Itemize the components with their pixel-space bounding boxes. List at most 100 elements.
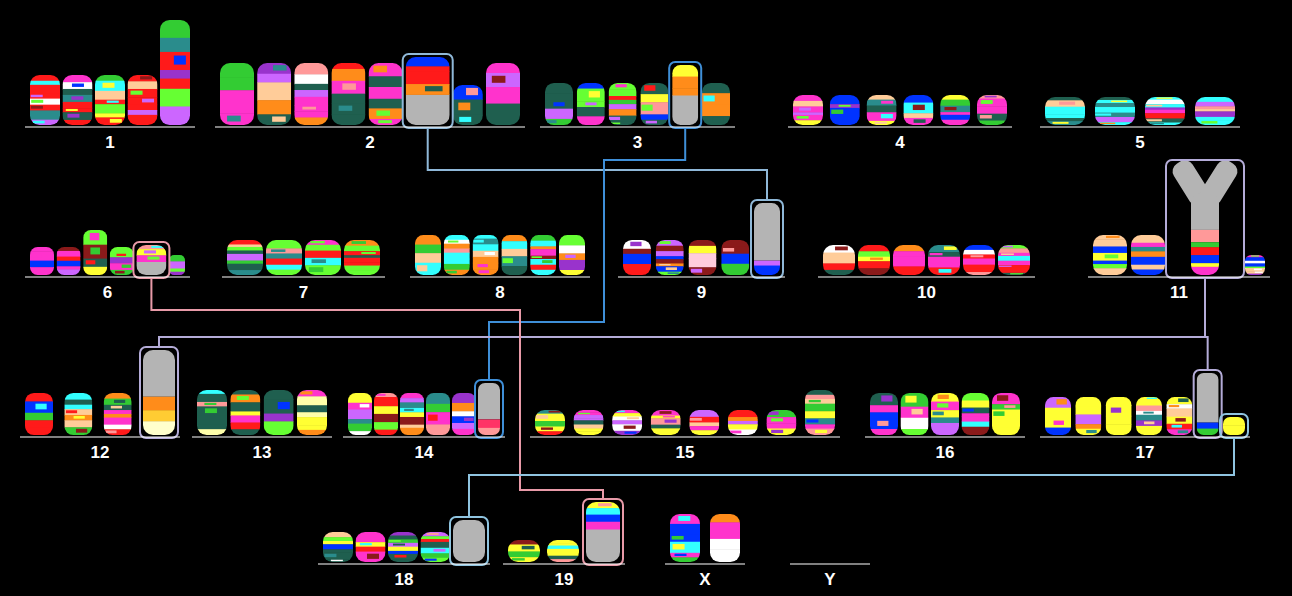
chromosome-band (870, 393, 898, 406)
chromosome-band (128, 105, 158, 111)
chromosome-band (721, 254, 749, 265)
chromosome-band (805, 411, 835, 419)
chromosome-spot (815, 430, 827, 433)
chromosome-band (656, 272, 684, 275)
chromosome-band (689, 253, 717, 259)
chromosome-band (766, 423, 796, 429)
chromosome-band (805, 424, 835, 429)
chromosome-band (963, 265, 995, 270)
chromosome-band (305, 245, 341, 251)
chromosome-band (64, 393, 92, 400)
chromosome-band (95, 91, 125, 100)
chromosome-band (623, 249, 651, 255)
chromosome-spot (930, 253, 943, 255)
chromosome-band (294, 84, 328, 91)
chromosome-band (547, 546, 579, 550)
chromosome-band (257, 100, 291, 115)
chromosome-band (264, 421, 294, 435)
chromosome-spot (122, 265, 132, 268)
chromosome-spot (905, 396, 916, 403)
chromosome-band (901, 429, 929, 435)
chromosome-band (1093, 253, 1127, 261)
chromosome-spot (105, 430, 116, 433)
chromosome-band (559, 235, 585, 246)
chromosome-band (940, 100, 970, 107)
chromosome-band (143, 421, 175, 435)
chromosome-band (160, 52, 190, 71)
chromosome-band (702, 105, 730, 117)
chromosome-spot (71, 96, 83, 99)
chromosome-band (305, 240, 341, 245)
chromosome (415, 235, 441, 275)
chromosome-band (805, 429, 835, 435)
chromosome-band (452, 423, 476, 429)
chromosome-spot (532, 256, 542, 258)
chromosome-spot (1054, 421, 1064, 425)
chromosome-band (1095, 100, 1135, 104)
chromosome-spot (352, 241, 366, 244)
chromosome (453, 520, 485, 562)
chromosome-band (104, 414, 132, 418)
chromosome-band (545, 101, 573, 110)
chromosome-band (1136, 431, 1162, 435)
chromosome-band (586, 515, 620, 523)
chromosome-band (640, 83, 668, 95)
chromosome-band (609, 122, 637, 125)
chromosome-spot (376, 110, 390, 115)
chromosome-band (612, 431, 642, 435)
chromosome-band (1045, 121, 1085, 125)
chromosome-spot (324, 554, 336, 557)
chromosome-band (344, 246, 380, 252)
chromosome-band (670, 524, 700, 535)
chromosome-band (388, 559, 418, 562)
chromosome (25, 393, 53, 435)
chromosome-spot (625, 432, 637, 434)
chromosome-band (169, 255, 185, 262)
chromosome-band (940, 120, 970, 125)
chromosome-band (444, 253, 470, 260)
chromosome-band (940, 115, 970, 120)
chromosome-spot (729, 431, 741, 434)
chromosome-spot (1095, 113, 1111, 115)
chromosome-spot (473, 240, 483, 243)
chromosome-band (728, 429, 758, 435)
chromosome-spot (492, 76, 506, 83)
link-line (159, 278, 1205, 347)
chromosome-band (305, 258, 341, 266)
chromosome (486, 63, 520, 125)
chromosome-band (702, 116, 730, 125)
chromosome-band (136, 249, 166, 256)
chromosome-band (830, 108, 860, 117)
baseline-rule (865, 436, 1025, 437)
chromosome-band (609, 100, 637, 105)
chromosome-band (656, 266, 684, 272)
chromosome (1166, 397, 1192, 435)
chromosome-band (323, 544, 353, 550)
chromosome-spot (1175, 418, 1185, 422)
chromosome-band (867, 100, 897, 106)
chromosome-band (1131, 251, 1165, 257)
chromosome (928, 245, 960, 275)
chromosome-band (400, 393, 424, 399)
chromosome-spot (1205, 107, 1221, 108)
chromosome-band (586, 522, 620, 530)
chromosome-band (374, 406, 398, 414)
chromosome-band (793, 106, 823, 112)
chromosome-band (870, 429, 898, 435)
chromosome-band (901, 393, 929, 407)
chromosome-band (1191, 263, 1219, 267)
chromosome-spot (1144, 421, 1154, 424)
chromosome-band (227, 240, 263, 245)
chromosome-band (266, 253, 302, 259)
chromosome-band (400, 425, 424, 429)
chromosome-spot (271, 249, 285, 252)
chromosome-band (453, 85, 483, 100)
baseline-rule (1040, 436, 1250, 437)
chromosome-spot (31, 100, 43, 103)
chromosome-band (1191, 230, 1219, 242)
chromosome-spot (1086, 430, 1096, 433)
chromosome-band (858, 245, 890, 252)
chromosome (63, 75, 93, 125)
chromosome-spot (433, 549, 445, 552)
